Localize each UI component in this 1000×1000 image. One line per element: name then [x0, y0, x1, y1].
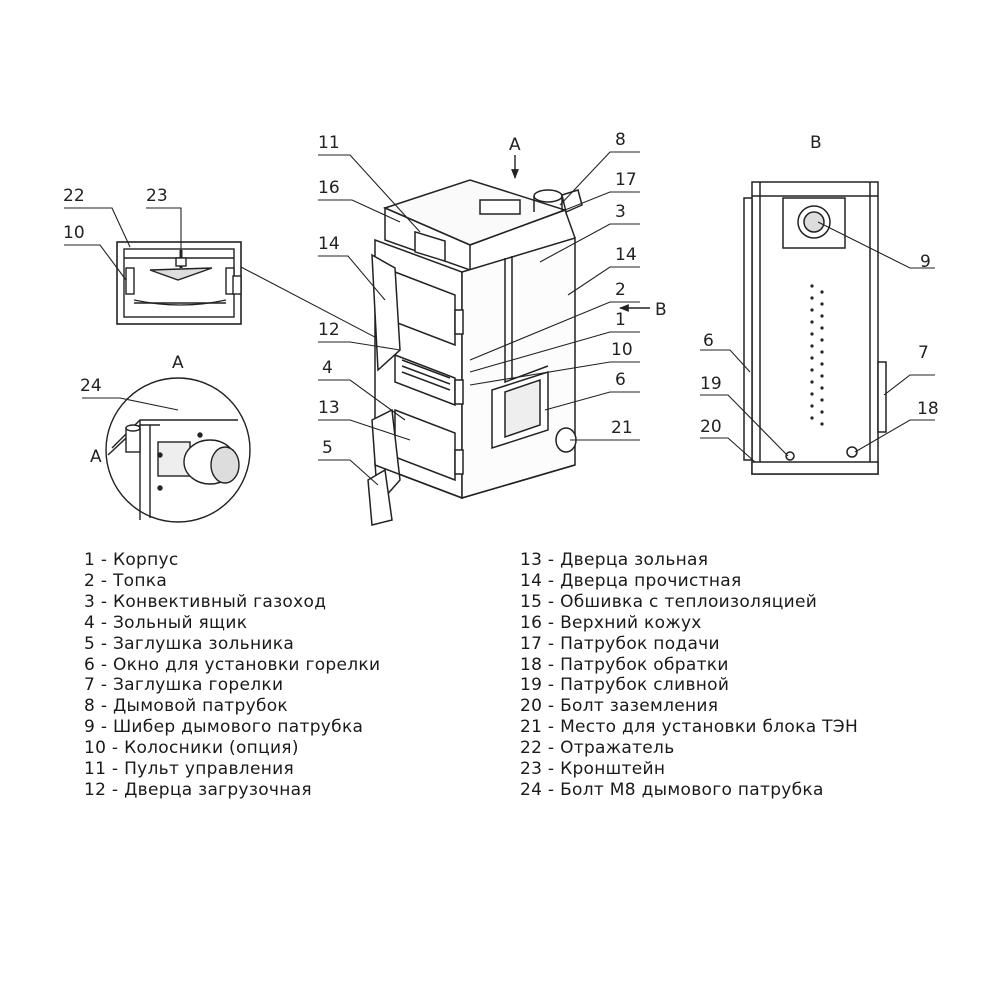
legend-item: 5 - Заглушка зольника: [84, 633, 295, 654]
legend-item: 14 - Дверца прочистная: [520, 570, 742, 591]
legend-item: 1 - Корпус: [84, 550, 179, 570]
callout-9: 9: [920, 252, 931, 272]
parts-legend-right: 13 - Дверца зольная 14 - Дверца прочистн…: [520, 550, 858, 801]
callout-5: 5: [322, 438, 333, 458]
legend-item: 9 - Шибер дымового патрубка: [84, 717, 364, 738]
callout-3: 3: [615, 202, 626, 222]
legend-item: 15 - Обшивка с теплоизоляцией: [520, 591, 818, 612]
callout-1: 1: [615, 310, 626, 330]
callout-20: 20: [700, 417, 722, 437]
view-b-leaders: [700, 221, 935, 463]
legend-item: 4 - Зольный ящик: [84, 612, 248, 633]
callout-4: 4: [322, 358, 333, 378]
callout-14: 14: [318, 234, 340, 254]
callout-8: 8: [615, 130, 626, 150]
callout-24: 24: [80, 376, 102, 396]
callout-19: 19: [700, 374, 722, 394]
callout-6: 6: [615, 370, 626, 390]
legend-item: 23 - Кронштейн: [520, 759, 666, 780]
legend-item: 6 - Окно для установки горелки: [84, 654, 381, 675]
callout-10: 10: [63, 223, 85, 243]
section-a-leaders: [82, 397, 179, 411]
legend-item: 19 - Патрубок сливной: [520, 675, 730, 696]
callout-12: 12: [318, 320, 340, 340]
legend-item: 16 - Верхний кожух: [520, 612, 702, 633]
parts-legend-left: 1 - Корпус 2 - Топка 3 - Конвективный га…: [84, 550, 380, 801]
legend-item: 18 - Патрубок обратки: [520, 654, 729, 675]
view-b-vent-holes: [810, 284, 824, 426]
callout-22: 22: [63, 186, 85, 206]
legend-item: 13 - Дверца зольная: [520, 550, 709, 570]
callout-11: 11: [318, 133, 340, 153]
legend-item: 11 - Пульт управления: [84, 759, 295, 780]
callout-2: 2: [615, 280, 626, 300]
callout-23: 23: [146, 186, 168, 206]
callout-18: 18: [917, 399, 939, 419]
legend-item: 17 - Патрубок подачи: [520, 633, 720, 654]
grate-detail-view: [116, 241, 242, 325]
legend-item: 22 - Отражатель: [520, 738, 675, 759]
callout-14-side: 14: [615, 245, 637, 265]
view-b-back-view: [743, 181, 887, 475]
legend-item: 10 - Колосники (опция): [84, 738, 299, 759]
boiler-main-view: [367, 179, 583, 526]
legend-item: 24 - Болт М8 дымового патрубка: [520, 779, 824, 800]
legend-item: 7 - Заглушка горелки: [84, 675, 284, 696]
view-arrow-b-label: B: [655, 300, 667, 320]
view-arrow-a-label: A: [509, 135, 521, 155]
legend-item: 21 - Место для установки блока ТЭН: [520, 717, 859, 738]
boiler-main-leaders: [318, 151, 640, 486]
view-b-title: B: [810, 133, 822, 153]
callout-10-main: 10: [611, 340, 633, 360]
boiler-technical-drawing: 22 23 10 A 24 A: [63, 130, 939, 526]
legend-item: 3 - Конвективный газоход: [84, 591, 327, 612]
callout-17: 17: [615, 170, 637, 190]
legend-item: 12 - Дверца загрузочная: [84, 779, 312, 800]
callout-7: 7: [918, 343, 929, 363]
grate-detail-leaders: [64, 207, 391, 346]
callout-16: 16: [318, 178, 340, 198]
section-a-title: A: [172, 353, 184, 373]
legend-item: 2 - Топка: [84, 570, 168, 591]
legend-item: 8 - Дымовой патрубок: [84, 696, 288, 717]
callout-21: 21: [611, 418, 633, 438]
callout-13: 13: [318, 398, 340, 418]
legend-item: 20 - Болт заземления: [520, 696, 719, 717]
callout-6-b: 6: [703, 331, 714, 351]
section-a-side-label: A: [90, 447, 102, 467]
section-a-detail-view: [105, 377, 251, 523]
